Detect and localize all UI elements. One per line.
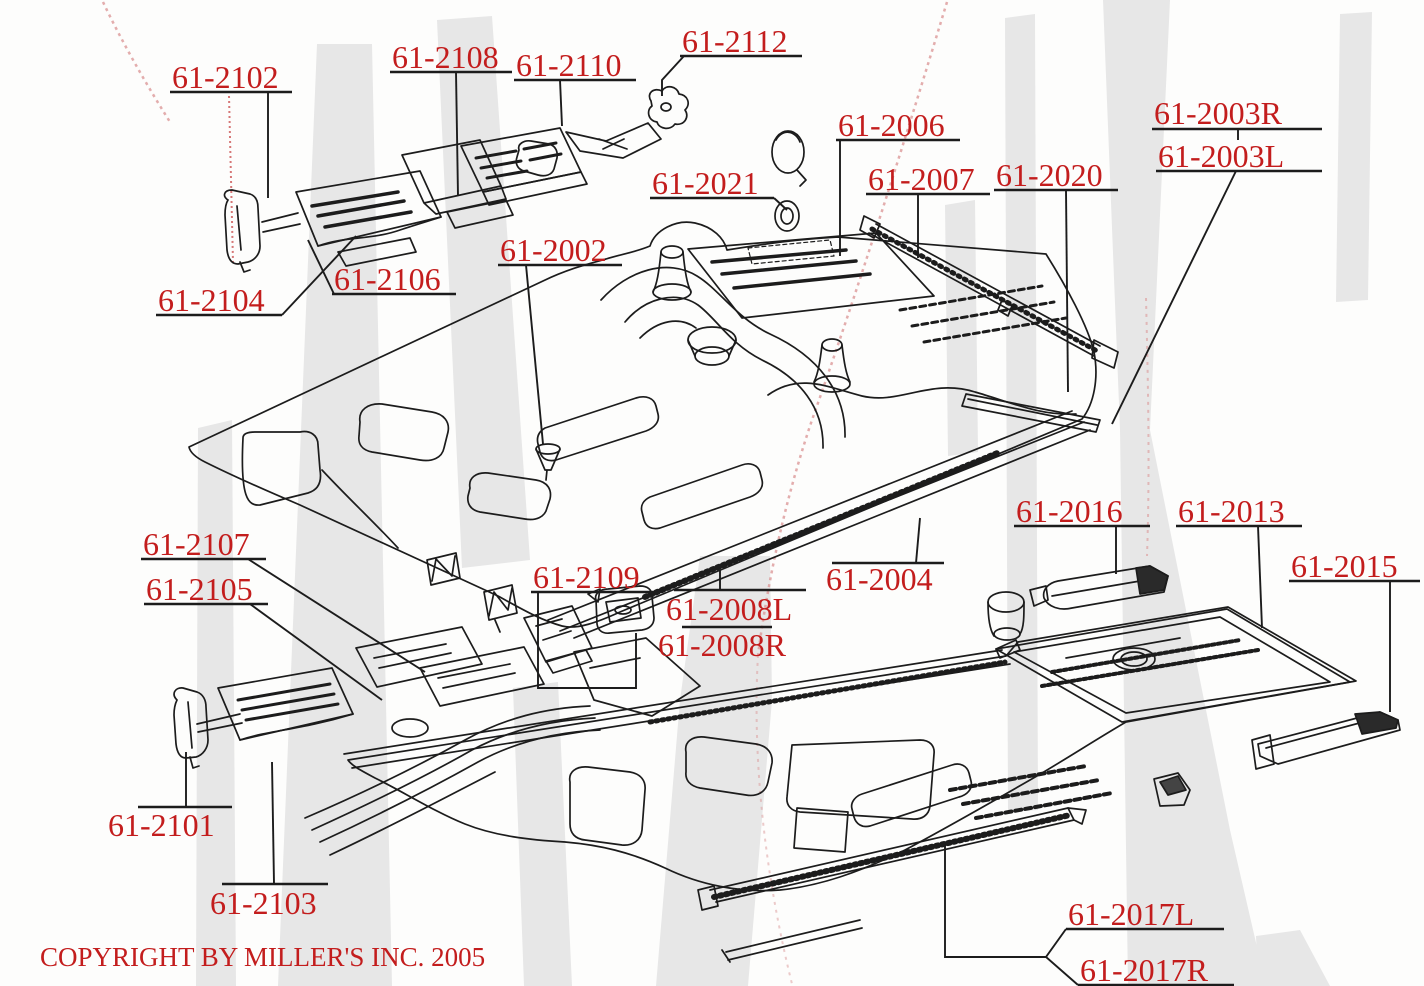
watermark-letterforms xyxy=(196,0,1372,986)
leader-line-61-2017-1 xyxy=(1044,928,1079,986)
part-label-61-2016: 61-2016 xyxy=(1016,493,1123,529)
part-label-61-2112: 61-2112 xyxy=(682,23,787,59)
part-label-61-2004: 61-2004 xyxy=(826,561,933,597)
copyright-notice: COPYRIGHT BY MILLER'S INC. 2005 xyxy=(40,942,485,972)
leader-line-61-2109 xyxy=(537,592,637,689)
leader-line-61-2112 xyxy=(661,55,685,96)
part-label-61-2105: 61-2105 xyxy=(146,571,253,607)
front-floor-pan-line-art xyxy=(188,130,1119,639)
part-label-61-2017L: 61-2017L xyxy=(1068,896,1194,932)
part-label-61-2108: 61-2108 xyxy=(392,39,499,75)
leader-line-61-2105 xyxy=(249,603,383,701)
leader-line-61-2004 xyxy=(915,517,921,564)
part-label-61-2013: 61-2013 xyxy=(1178,493,1285,529)
part-label-61-2002: 61-2002 xyxy=(500,232,607,268)
leader-line-61-2003L xyxy=(1111,170,1237,425)
part-label-61-2021: 61-2021 xyxy=(652,165,759,201)
leader-line-61-2108 xyxy=(455,71,459,197)
part-label-61-2006: 61-2006 xyxy=(838,107,945,143)
part-label-61-2106: 61-2106 xyxy=(334,261,441,297)
watermark-pink-lines xyxy=(101,1,1150,985)
part-label-61-2110: 61-2110 xyxy=(516,47,621,83)
leader-line-61-2017-0 xyxy=(944,845,1046,958)
leader-line-61-2104 xyxy=(281,235,357,316)
leader-line-61-2110 xyxy=(559,79,563,127)
leader-line-61-2103 xyxy=(271,761,275,885)
part-label-61-2015: 61-2015 xyxy=(1291,548,1398,584)
part-labels-layer: 61-2102 61-2108 61-2110 61-2112 61-2006 61-20… xyxy=(108,23,1398,986)
rear-floor-pan-line-art xyxy=(173,565,1401,963)
leader-line-61-2106 xyxy=(307,239,335,295)
detached-parts-top-row xyxy=(223,85,689,273)
part-label-61-2003R: 61-2003R xyxy=(1154,95,1283,131)
part-label-61-2107: 61-2107 xyxy=(143,526,250,562)
leader-line-61-2107 xyxy=(247,558,426,673)
leader-line-61-2021 xyxy=(773,197,788,211)
part-label-61-2020: 61-2020 xyxy=(996,157,1103,193)
part-label-61-2017R: 61-2017R xyxy=(1080,952,1209,986)
part-label-61-2109: 61-2109 xyxy=(533,559,640,595)
part-label-61-2103: 61-2103 xyxy=(210,885,317,921)
leader-line-61-2020 xyxy=(1065,189,1069,393)
part-label-61-2008L: 61-2008L xyxy=(666,591,792,627)
leader-line-61-2013 xyxy=(1257,525,1263,629)
part-label-61-2101: 61-2101 xyxy=(108,807,215,843)
leader-line-61-2002 xyxy=(525,264,544,445)
part-label-61-2007: 61-2007 xyxy=(868,161,975,197)
leader-lines-layer xyxy=(138,54,1420,986)
part-label-61-2008R: 61-2008R xyxy=(658,627,787,663)
part-label-61-2003L: 61-2003L xyxy=(1158,138,1284,174)
part-label-61-2104: 61-2104 xyxy=(158,282,265,318)
part-label-61-2102: 61-2102 xyxy=(172,59,279,95)
